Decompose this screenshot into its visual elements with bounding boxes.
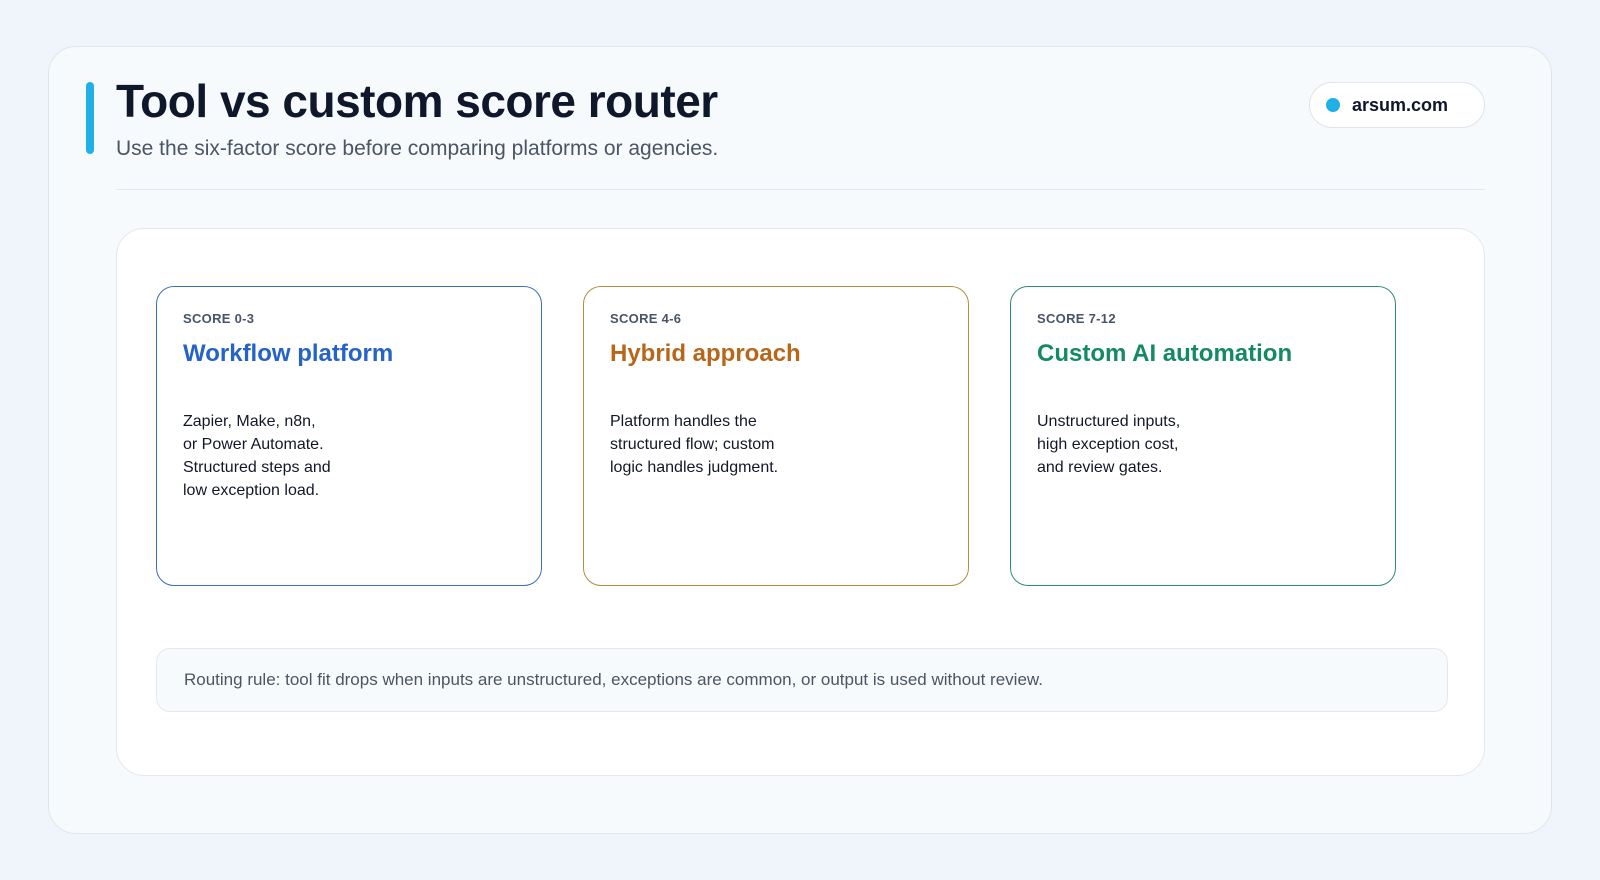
route-description-line: and review gates.: [1037, 459, 1163, 476]
route-description-line: Zapier, Make, n8n,: [183, 413, 316, 430]
brand-label: arsum.com: [1352, 94, 1449, 115]
route-description-line: high exception cost,: [1037, 436, 1179, 453]
title-accent-bar: [86, 82, 94, 154]
route-description-line: structured flow; custom: [610, 436, 775, 453]
header-divider: [116, 189, 1485, 190]
route-description-line: or Power Automate.: [183, 436, 324, 453]
route-description-line: logic handles judgment.: [610, 459, 779, 476]
route-description-line: Platform handles the: [610, 413, 757, 430]
page-subtitle: Use the six-factor score before comparin…: [116, 137, 719, 160]
route-score-range: SCORE 0-3: [183, 311, 255, 326]
route-title: Hybrid approach: [610, 340, 801, 367]
route-score-range: SCORE 7-12: [1037, 311, 1116, 326]
route-card-custom-ai-automation: SCORE 7-12 Custom AI automation Unstruct…: [1010, 286, 1396, 586]
route-card-workflow-platform: SCORE 0-3 Workflow platform Zapier, Make…: [156, 286, 542, 586]
route-description-line: Structured steps and: [183, 459, 331, 476]
routing-rule-box: Routing rule: tool fit drops when inputs…: [156, 648, 1448, 712]
route-description: Unstructured inputs, high exception cost…: [1037, 410, 1369, 479]
route-description-line: low exception load.: [183, 482, 320, 499]
route-score-range: SCORE 4-6: [610, 311, 682, 326]
routing-rule-text: Routing rule: tool fit drops when inputs…: [184, 670, 1043, 689]
page-title: Tool vs custom score router: [116, 75, 718, 127]
route-description: Zapier, Make, n8n, or Power Automate. St…: [183, 410, 515, 502]
brand-dot-icon: [1326, 98, 1340, 112]
route-title: Workflow platform: [183, 340, 394, 367]
route-description-line: Unstructured inputs,: [1037, 413, 1181, 430]
route-title: Custom AI automation: [1037, 340, 1293, 367]
route-description: Platform handles the structured flow; cu…: [610, 410, 942, 479]
brand-link[interactable]: arsum.com: [1309, 82, 1485, 128]
route-card-hybrid-approach: SCORE 4-6 Hybrid approach Platform handl…: [583, 286, 969, 586]
